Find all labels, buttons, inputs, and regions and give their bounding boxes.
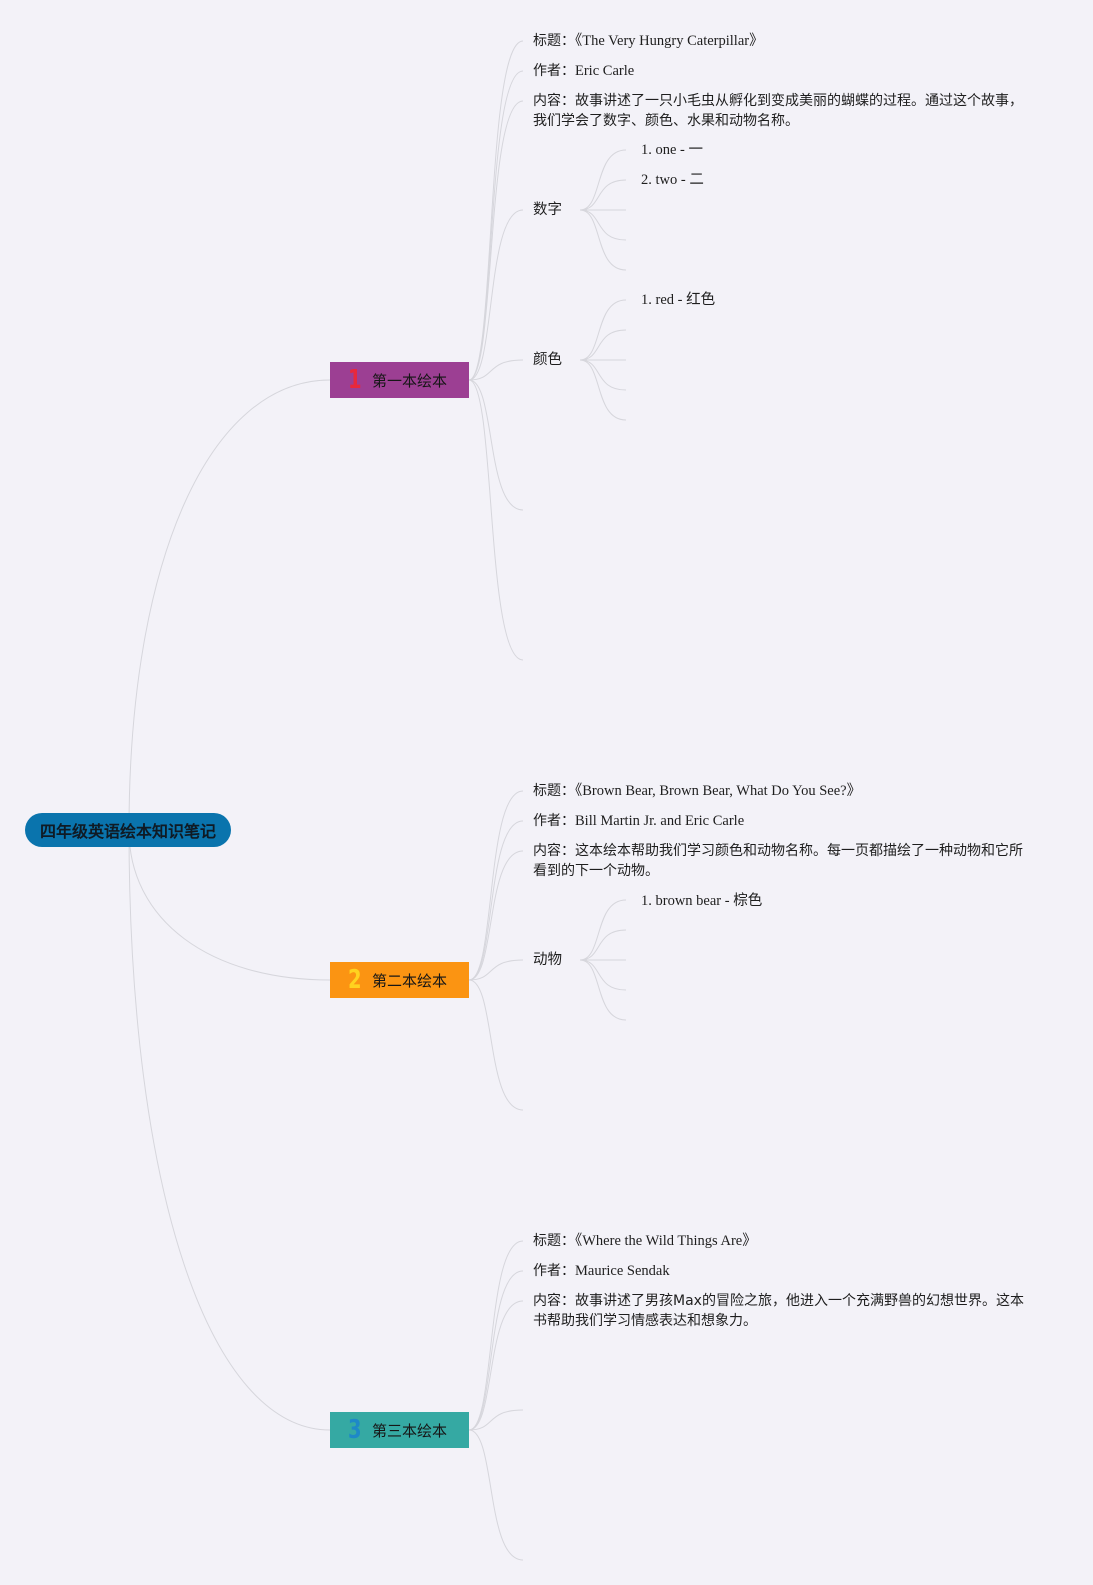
content-leaf[interactable]: 内容：这本绘本帮助我们学习颜色和动物名称。每一页都描绘了一种动物和它所看到的下一… [533, 843, 1023, 879]
branch-node-book-3[interactable]: 3 第三本绘本 [330, 1412, 469, 1448]
list-item[interactable]: 1. red - 红色 [641, 292, 716, 308]
title-leaf[interactable]: 标题：《The Very Hungry Caterpillar》 [533, 33, 764, 49]
edge-digit-item [579, 179, 627, 211]
branch-label: 第三本绘本 [372, 1421, 448, 1440]
edge-book1-child [468, 379, 524, 511]
edge-book2-child [468, 979, 524, 1111]
branch-node-book-1[interactable]: 1 第一本绘本 [330, 362, 469, 398]
edge-color-item [579, 329, 627, 361]
edge-root-book1 [128, 379, 331, 831]
content-leaf[interactable]: 内容：故事讲述了男孩Max的冒险之旅，他进入一个充满野兽的幻想世界。这本书帮助我… [533, 1293, 1024, 1329]
author-leaf[interactable]: 作者：Maurice Sendak [533, 1263, 670, 1279]
branch-label: 第二本绘本 [372, 971, 448, 990]
edge-digit-item [579, 209, 627, 271]
author-leaf[interactable]: 作者：Eric Carle [533, 63, 635, 79]
list-item[interactable]: 1. one - 一 [641, 142, 704, 158]
edge-book3-child [468, 1270, 524, 1431]
edge-color-item [579, 359, 627, 391]
edge-book2-child [468, 820, 524, 981]
edge-color-item [579, 359, 627, 421]
edge-root-book2 [128, 829, 331, 981]
edge-color-item [579, 299, 627, 361]
root-node[interactable]: 四年级英语绘本知识笔记 [25, 813, 231, 847]
number-1-icon: 1 [348, 365, 362, 395]
group-digits[interactable]: 数字 [533, 202, 562, 218]
edge-animal-item [579, 899, 627, 961]
edge-book1-child [468, 40, 524, 381]
edge-book2-child [468, 850, 524, 981]
edge-book2-child [468, 790, 524, 981]
list-item[interactable]: 1. brown bear - 棕色 [641, 893, 763, 909]
title-leaf[interactable]: 标题：《Where the Wild Things Are》 [533, 1233, 757, 1249]
edge-book1-child [468, 379, 524, 661]
group-colors[interactable]: 颜色 [533, 352, 562, 368]
edge-digit-item [579, 209, 627, 241]
title-leaf[interactable]: 标题：《Brown Bear, Brown Bear, What Do You … [533, 783, 862, 799]
edge-book1-child [468, 70, 524, 381]
content-leaf[interactable]: 内容：故事讲述了一只小毛虫从孵化到变成美丽的蝴蝶的过程。通过这个故事，我们学会了… [533, 93, 1023, 129]
edge-book1-child [468, 359, 524, 381]
branch-node-book-2[interactable]: 2 第二本绘本 [330, 962, 469, 998]
edge-book3-child [468, 1300, 524, 1431]
number-3-icon: 3 [348, 1415, 362, 1445]
edge-animal-item [579, 959, 627, 1021]
edge-digit-item [579, 149, 627, 211]
branch-label: 第一本绘本 [372, 371, 448, 390]
group-animals[interactable]: 动物 [533, 952, 562, 968]
edge-book2-child [468, 959, 524, 981]
edge-root-book3 [128, 829, 331, 1431]
root-label: 四年级英语绘本知识笔记 [39, 822, 216, 841]
edge-book3-child [468, 1429, 524, 1561]
edge-animal-item [579, 959, 627, 991]
edge-book3-child [468, 1240, 524, 1431]
edge-book1-child [468, 100, 524, 381]
edge-book3-child [468, 1409, 524, 1431]
author-leaf[interactable]: 作者：Bill Martin Jr. and Eric Carle [533, 813, 745, 829]
edge-book1-child [468, 209, 524, 381]
number-2-icon: 2 [348, 965, 362, 995]
edge-animal-item [579, 929, 627, 961]
list-item[interactable]: 2. two - 二 [641, 172, 704, 188]
